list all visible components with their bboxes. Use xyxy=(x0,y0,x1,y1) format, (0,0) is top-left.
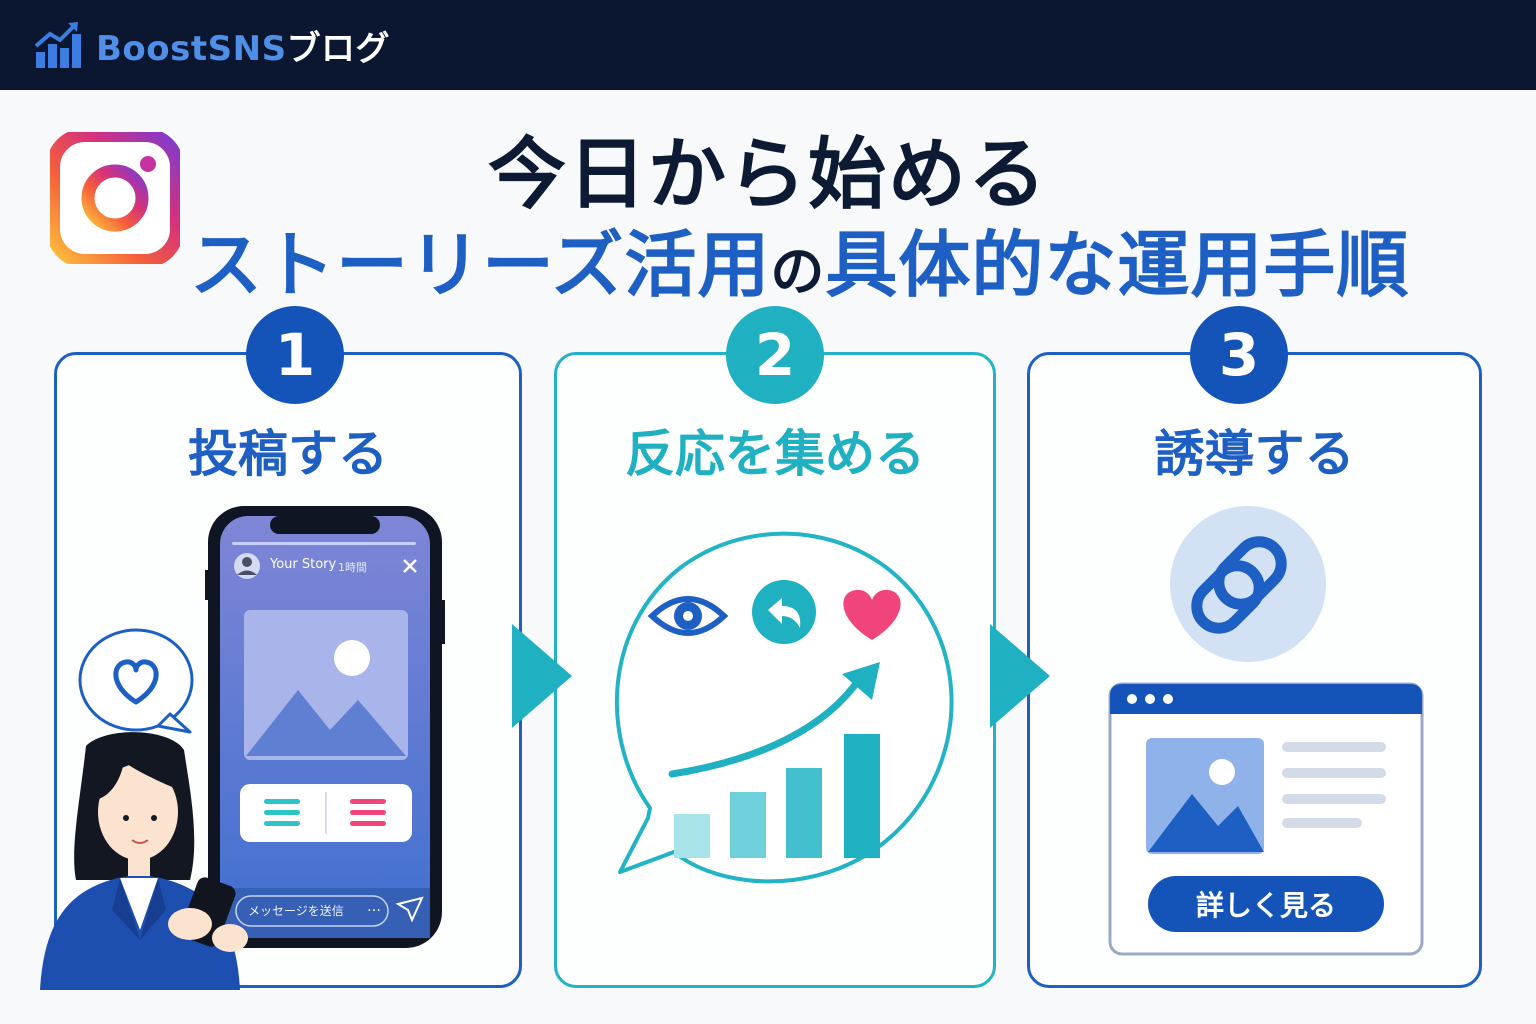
brand-name-sub: ブログ xyxy=(286,28,391,69)
link-icon xyxy=(1191,536,1287,634)
step-title-1: 投稿する xyxy=(188,425,388,483)
page-title: 今日から始める xyxy=(487,130,1048,220)
subtitle-part-2: 具体的な運用手順 xyxy=(825,223,1410,307)
step-number-2: 2 xyxy=(726,306,824,404)
top-bar: BoostSNSブログ xyxy=(0,0,1536,90)
reply-icon xyxy=(752,580,816,644)
brand-name-main: BoostSNS xyxy=(96,28,287,69)
brand-logo[interactable]: BoostSNSブログ xyxy=(34,20,390,70)
step-number-1: 1 xyxy=(246,306,344,404)
engagement-illustration xyxy=(614,531,954,884)
page-subtitle: ストーリーズ活用の具体的な運用手順 xyxy=(190,206,1409,311)
step-number-3: 3 xyxy=(1190,306,1288,404)
bar-chart-up-icon xyxy=(34,22,81,68)
instagram-icon xyxy=(50,132,180,264)
eye-icon xyxy=(647,596,729,636)
step-title-3: 誘導する xyxy=(1154,425,1355,483)
more-icon[interactable]: … xyxy=(367,899,381,915)
phone-illustration xyxy=(40,506,445,990)
next-arrow-icon xyxy=(512,624,572,728)
brand-name: BoostSNSブログ xyxy=(96,21,390,70)
heart-icon xyxy=(843,589,901,640)
next-arrow-icon xyxy=(990,624,1050,728)
message-input[interactable]: メッセージを送信 xyxy=(248,904,344,918)
step-title-2: 反応を集める xyxy=(625,425,925,483)
subtitle-part-1: ストーリーズ活用 xyxy=(190,223,771,307)
details-button[interactable]: 詳しく見る xyxy=(1148,876,1384,932)
story-time: 1時間 xyxy=(338,561,367,574)
subtitle-particle: の xyxy=(770,240,826,303)
story-username: Your Story xyxy=(270,557,337,572)
